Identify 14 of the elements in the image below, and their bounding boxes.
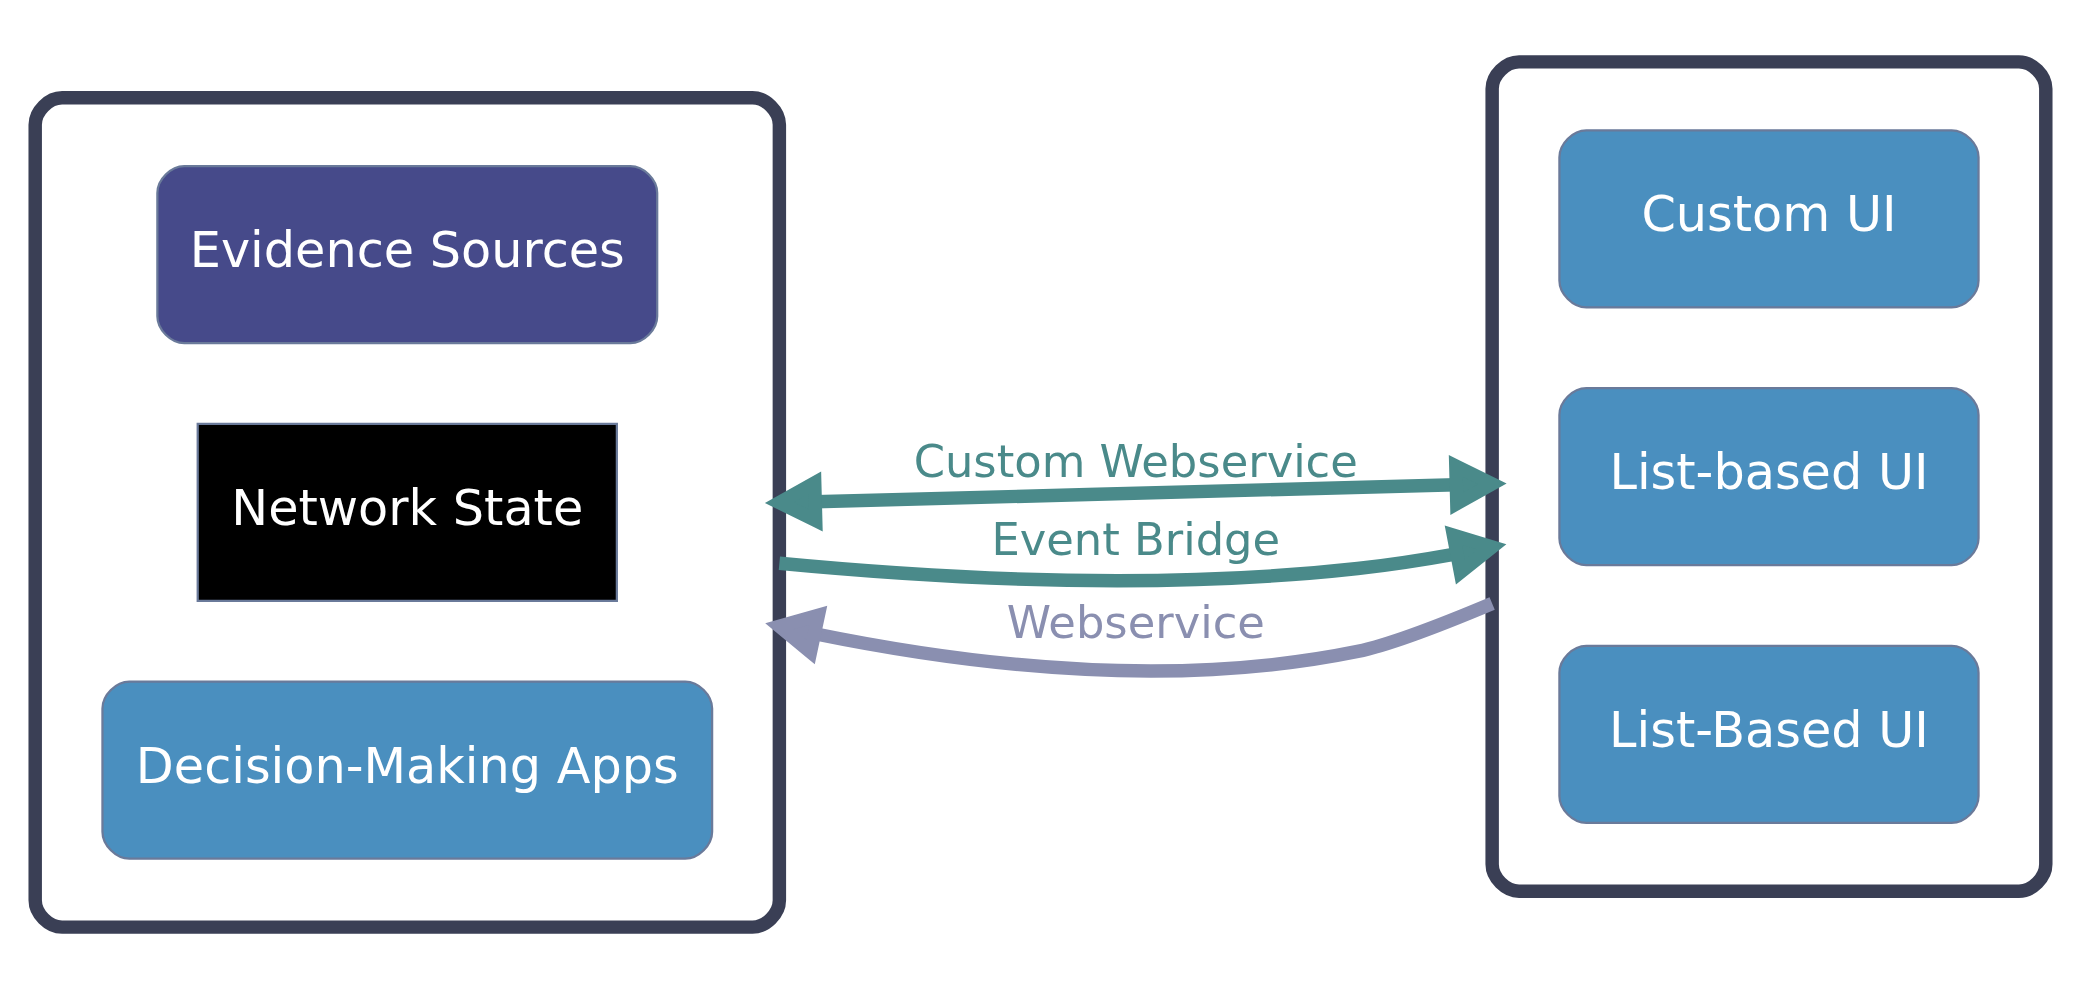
cluster — [1485, 54, 2053, 898]
edge-label: Webservice — [1006, 595, 1265, 649]
node-box: List-based UI — [1558, 386, 1980, 566]
node-box: List-Based UI — [1558, 644, 1980, 824]
arrow — [764, 454, 1507, 531]
node-box: Custom UI — [1558, 128, 1980, 308]
node-box: Network State — [196, 422, 618, 602]
cluster — [28, 90, 787, 934]
node-box: Decision-Making Apps — [101, 680, 714, 860]
arrow — [778, 525, 1507, 587]
edge-label: Event Bridge — [991, 512, 1281, 566]
node-box: Evidence Sources — [156, 164, 659, 344]
arrow — [765, 596, 1495, 677]
edge-label: Custom Webservice — [913, 434, 1358, 488]
